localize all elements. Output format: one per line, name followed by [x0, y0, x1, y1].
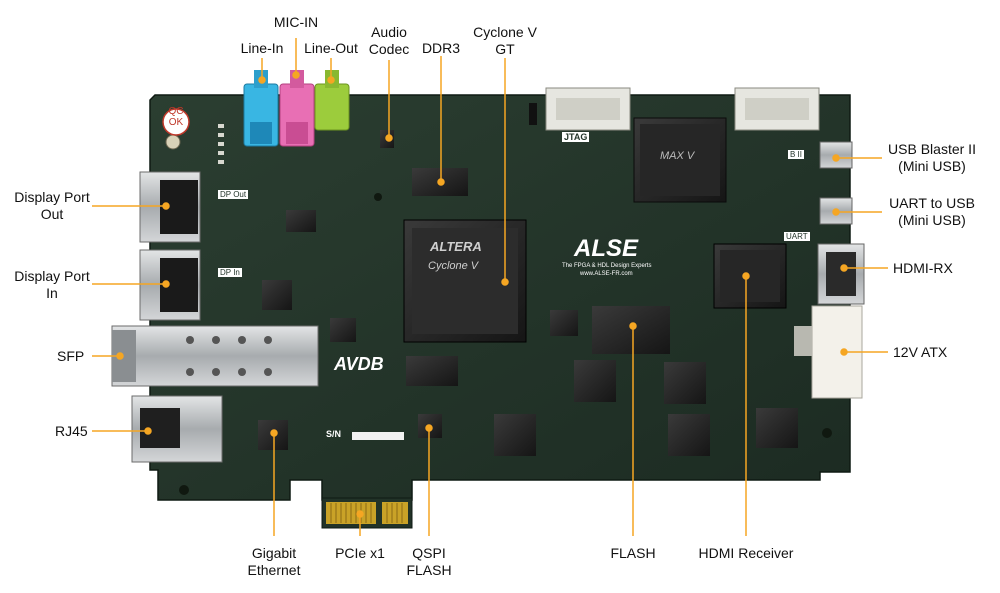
- callout-cyclone: Cyclone V GT: [473, 24, 537, 58]
- callout-qspi-line1: QSPI: [412, 545, 446, 561]
- callout-hdmi-rx: HDMI-RX: [893, 260, 953, 276]
- ddr3-chip: [406, 356, 458, 386]
- callout-usb-blaster: USB Blaster II (Mini USB): [888, 141, 976, 175]
- sfp-cage: [111, 325, 319, 387]
- callout-sfp: SFP: [57, 348, 85, 364]
- hdmi-rx-connector: [817, 243, 865, 305]
- qc-text: QC: [168, 106, 184, 117]
- mic-in-jack: [279, 70, 315, 147]
- maker-tagline: The FPGA & HDL Design Experts: [562, 263, 652, 269]
- board-name: AVDB: [334, 354, 384, 374]
- qc-ok-badge-text: QC OK: [166, 106, 186, 128]
- header-j11: [734, 87, 820, 131]
- dp-out-silk: DP Out: [218, 190, 249, 199]
- callout-flash: FLASH: [610, 545, 656, 561]
- callout-audio-codec-line2: Codec: [368, 41, 410, 57]
- cpld-text: MAX V: [660, 150, 695, 162]
- fpga-brand-text: ALTERA: [430, 239, 482, 254]
- ic: [668, 414, 710, 456]
- jtag-silk: JTAG: [562, 132, 590, 142]
- ic: [756, 408, 798, 448]
- callout-gigabit-line2: Ethernet: [247, 562, 301, 578]
- callout-dp-in: Display Port In: [14, 268, 89, 302]
- callout-dp-in-line2: In: [46, 285, 58, 301]
- mounting-hole: [179, 485, 189, 495]
- qc-ok-badge: [162, 108, 190, 136]
- jumper: [529, 103, 537, 125]
- max-v-cpld: [633, 117, 727, 203]
- callout-uart-usb-line2: (Mini USB): [898, 212, 966, 228]
- callout-ddr3: DDR3: [421, 40, 461, 56]
- callout-usb-blaster-line1: USB Blaster II: [888, 141, 976, 157]
- ic: [664, 362, 706, 404]
- callout-12v-atx: 12V ATX: [893, 344, 948, 360]
- callout-uart-usb-line1: UART to USB: [889, 195, 975, 211]
- callout-audio-codec: Audio Codec: [369, 24, 409, 58]
- jtag-header: [545, 87, 631, 131]
- ok-text: OK: [168, 117, 184, 128]
- callout-dp-in-line1: Display Port: [14, 268, 90, 284]
- ic: [494, 414, 536, 456]
- led-indicators: [218, 124, 224, 164]
- fpga-family-text: Cyclone V: [428, 260, 479, 272]
- bii-silk: B II: [788, 150, 805, 159]
- callout-pcie: PCIe x1: [335, 545, 385, 561]
- callout-dp-out-line2: Out: [40, 206, 64, 222]
- ic: [262, 280, 292, 310]
- maker-url: www.ALSE-FR.com: [580, 271, 633, 277]
- ic: [574, 360, 616, 402]
- callout-rj45: RJ45: [55, 423, 88, 439]
- serial-number-strip: [352, 432, 404, 440]
- hdmi-receiver-chip: [713, 243, 787, 309]
- callout-audio-codec-line1: Audio: [371, 24, 407, 40]
- callout-dp-out: Display Port Out: [14, 189, 89, 223]
- sn-silk: S/N: [326, 429, 342, 439]
- callout-gigabit-line1: Gigabit: [251, 545, 297, 561]
- mounting-hole: [822, 428, 832, 438]
- callout-mic-in: MIC-IN: [273, 14, 319, 30]
- callout-leaders: [92, 38, 888, 536]
- pcie-connector: [321, 497, 413, 529]
- flash-chip: [592, 306, 670, 354]
- callout-uart-usb: UART to USB (Mini USB): [889, 195, 975, 229]
- line-in-jack: [243, 70, 279, 147]
- mounting-hole: [165, 134, 181, 150]
- maker-logo: ALSE: [574, 235, 639, 262]
- callout-gigabit-ethernet: Gigabit Ethernet: [248, 545, 301, 579]
- ic: [550, 310, 578, 336]
- callout-dp-out-line1: Display Port: [14, 189, 90, 205]
- ic: [286, 210, 316, 232]
- callout-line-in: Line-In: [240, 40, 284, 56]
- ic: [330, 318, 356, 342]
- callout-usb-blaster-line2: (Mini USB): [898, 158, 966, 174]
- dp-in-silk: DP In: [218, 268, 242, 277]
- callout-line-out: Line-Out: [304, 40, 358, 56]
- mounting-hole: [374, 193, 382, 201]
- callout-cyclone-line2: GT: [495, 41, 515, 57]
- dp-out-connector: [139, 171, 201, 243]
- callout-cyclone-line1: Cyclone V: [473, 24, 537, 40]
- callout-qspi-line2: FLASH: [406, 562, 452, 578]
- callout-hdmi-receiver: HDMI Receiver: [698, 545, 794, 561]
- callout-qspi-flash: QSPI FLASH: [406, 545, 451, 579]
- uart-silk: UART: [784, 232, 810, 241]
- dp-in-connector: [139, 249, 201, 321]
